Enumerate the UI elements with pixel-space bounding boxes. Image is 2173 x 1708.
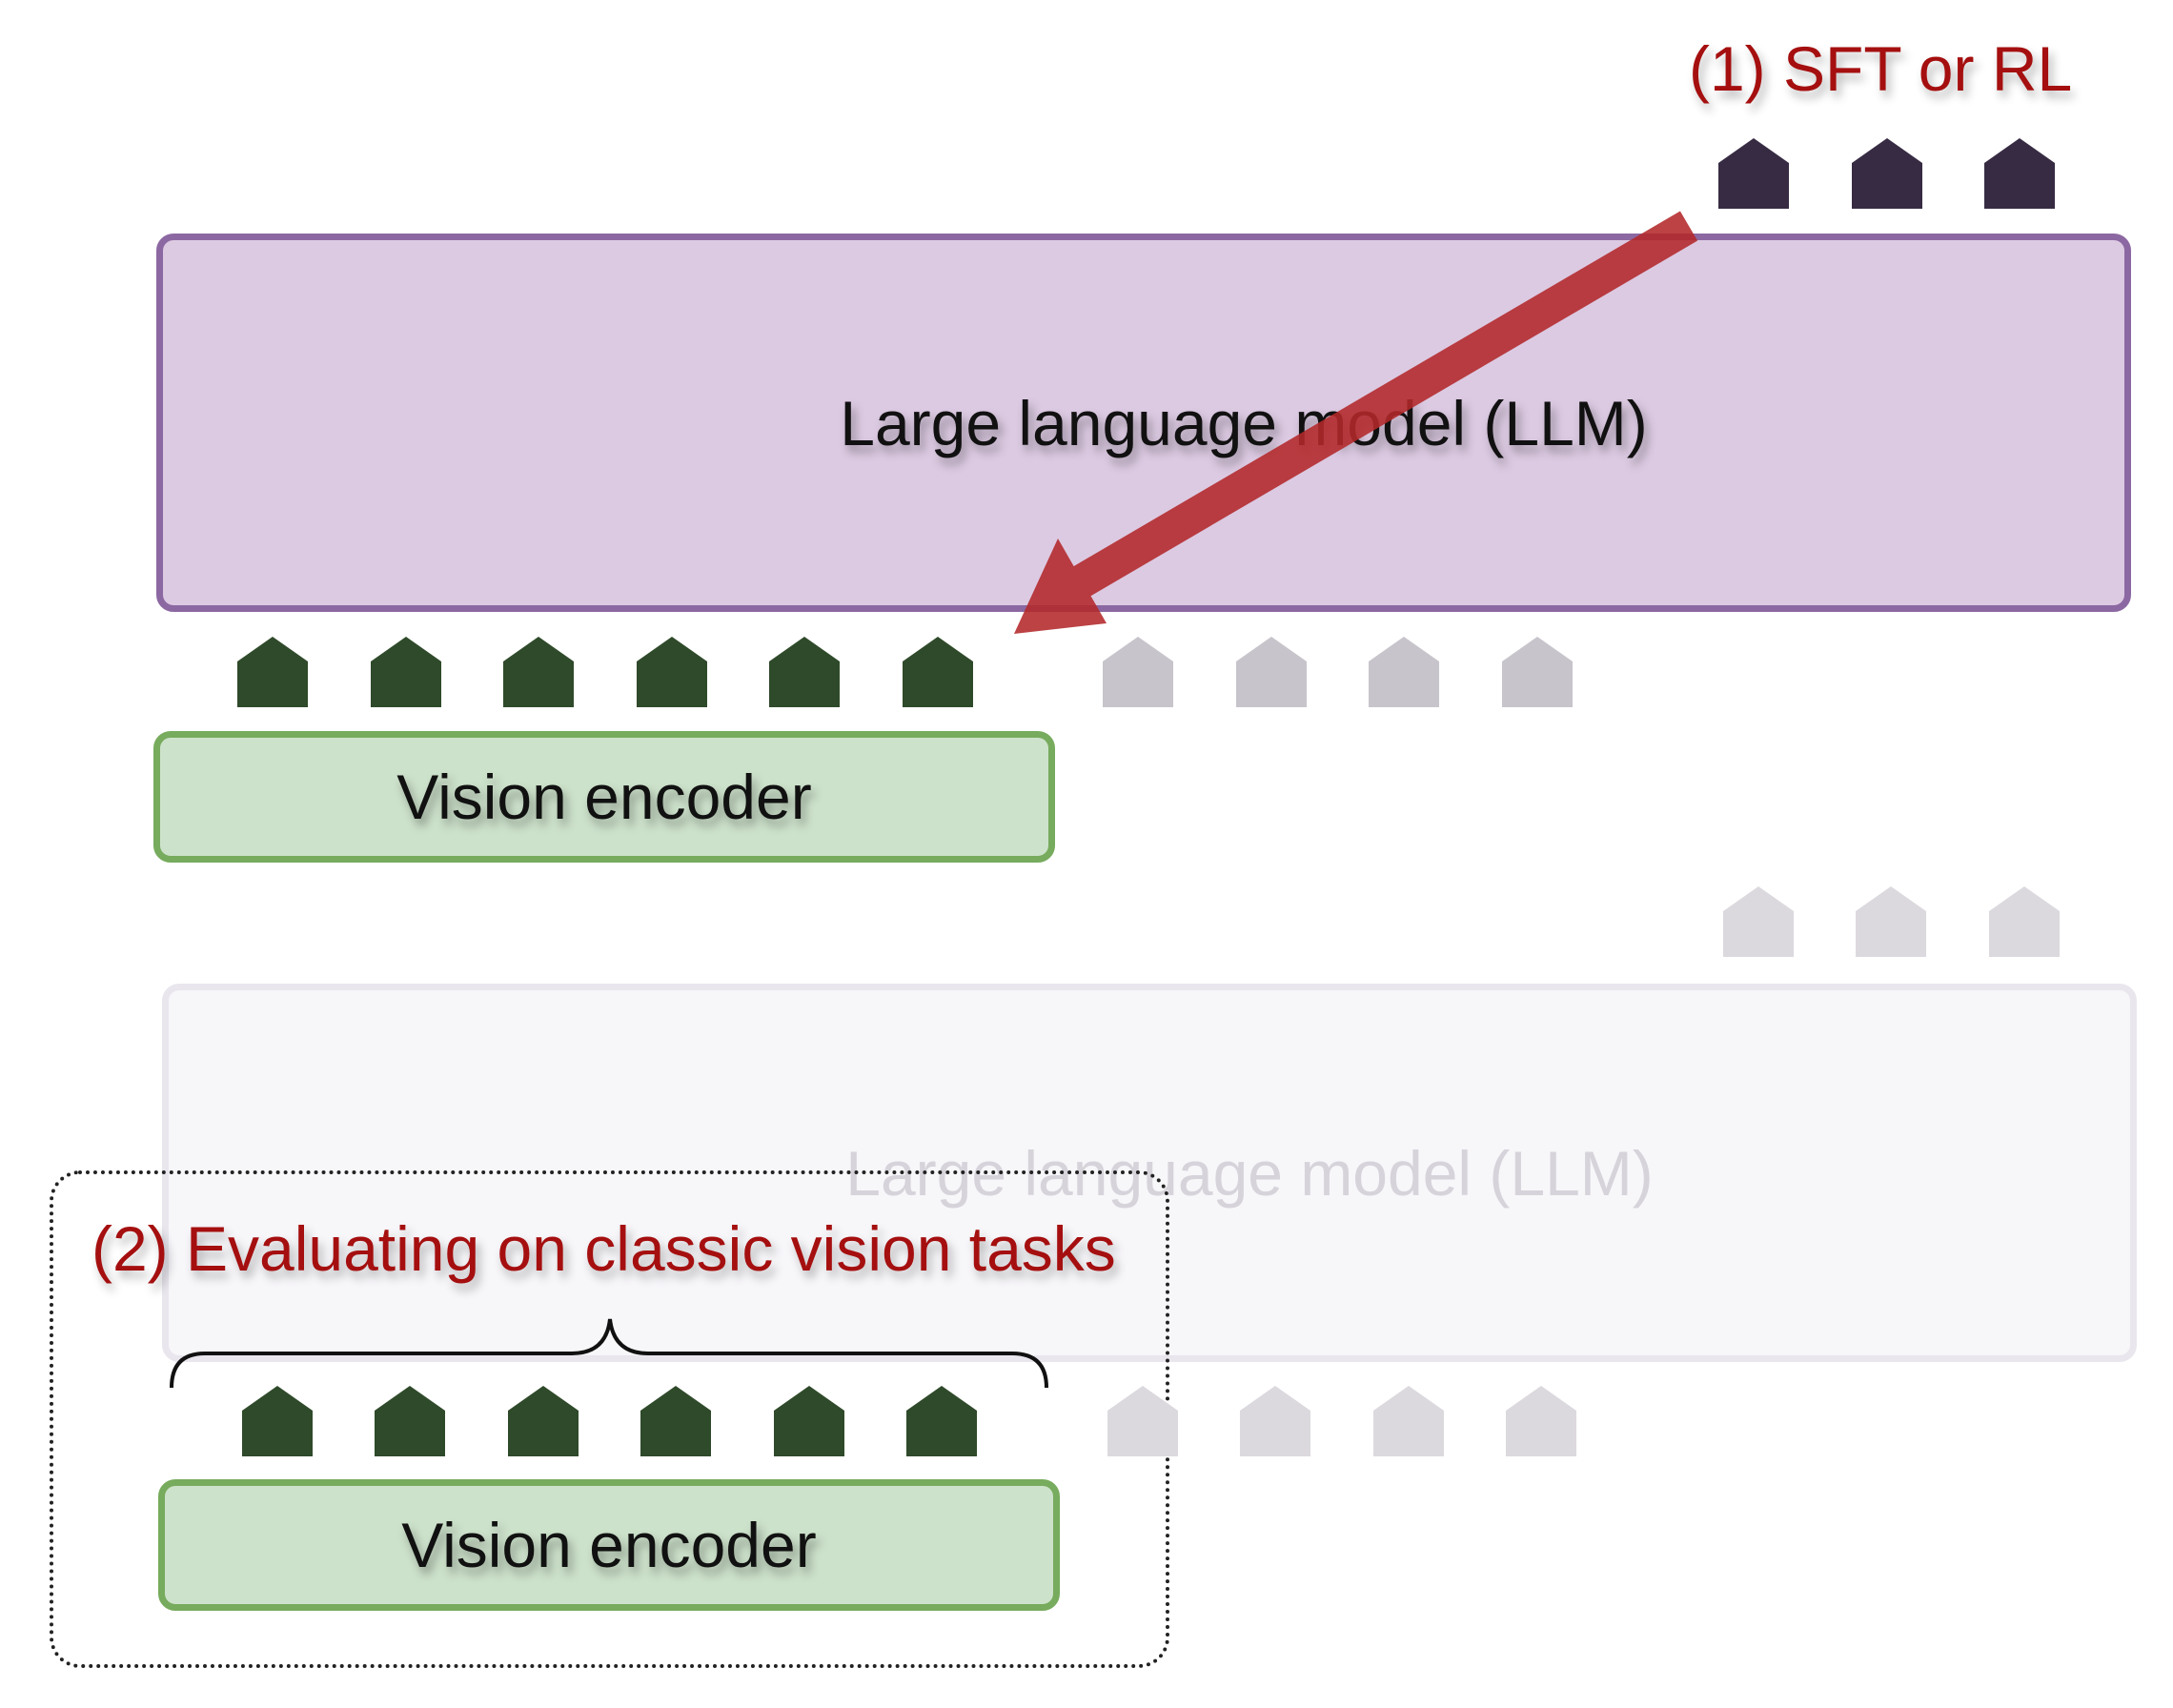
pentagon-token-icon bbox=[1103, 637, 1173, 707]
pentagon-token-icon bbox=[1236, 637, 1307, 707]
step1-label: (1) SFT or RL bbox=[1689, 33, 2073, 104]
pentagon-token-icon bbox=[1984, 138, 2055, 209]
pentagon-token-icon bbox=[640, 1386, 711, 1456]
pentagon-token-icon bbox=[1723, 886, 1794, 957]
pentagon-token-icon bbox=[1506, 1386, 1576, 1456]
pentagon-token-icon bbox=[375, 1386, 445, 1456]
pentagon-token-icon bbox=[1369, 637, 1439, 707]
pentagon-token-icon bbox=[1852, 138, 1922, 209]
step2-label: (2) Evaluating on classic vision tasks bbox=[91, 1213, 1116, 1284]
pentagon-token-icon bbox=[503, 637, 574, 707]
vision-tokens-top bbox=[237, 637, 973, 707]
pentagon-token-icon bbox=[1989, 886, 2060, 957]
encoder-bottom-label: Vision encoder bbox=[401, 1510, 817, 1580]
encoder-top-label: Vision encoder bbox=[396, 762, 812, 832]
pentagon-token-icon bbox=[242, 1386, 313, 1456]
output-tokens-bottom bbox=[1723, 886, 2060, 957]
pentagon-token-icon bbox=[906, 1386, 977, 1456]
pentagon-token-icon bbox=[1856, 886, 1926, 957]
curly-brace-icon bbox=[170, 1318, 1048, 1389]
pentagon-token-icon bbox=[637, 637, 707, 707]
pentagon-token-icon bbox=[1718, 138, 1789, 209]
text-tokens-top bbox=[1103, 637, 1573, 707]
diagonal-arrow-icon bbox=[1014, 211, 1698, 634]
output-tokens-top bbox=[1718, 138, 2055, 209]
pentagon-token-icon bbox=[1107, 1386, 1178, 1456]
vision-tokens-bottom bbox=[242, 1386, 977, 1456]
vision-encoder-top: Vision encoder bbox=[153, 731, 1055, 863]
pentagon-token-icon bbox=[237, 637, 308, 707]
pentagon-token-icon bbox=[774, 1386, 844, 1456]
text-tokens-bottom bbox=[1107, 1386, 1576, 1456]
pentagon-token-icon bbox=[1240, 1386, 1310, 1456]
llm-top-label: Large language model (LLM) bbox=[840, 387, 1648, 458]
vision-encoder-bottom: Vision encoder bbox=[158, 1479, 1060, 1611]
pentagon-token-icon bbox=[508, 1386, 579, 1456]
pentagon-token-icon bbox=[769, 637, 840, 707]
pentagon-token-icon bbox=[1502, 637, 1573, 707]
pentagon-token-icon bbox=[1373, 1386, 1444, 1456]
pentagon-token-icon bbox=[371, 637, 441, 707]
pentagon-token-icon bbox=[903, 637, 973, 707]
